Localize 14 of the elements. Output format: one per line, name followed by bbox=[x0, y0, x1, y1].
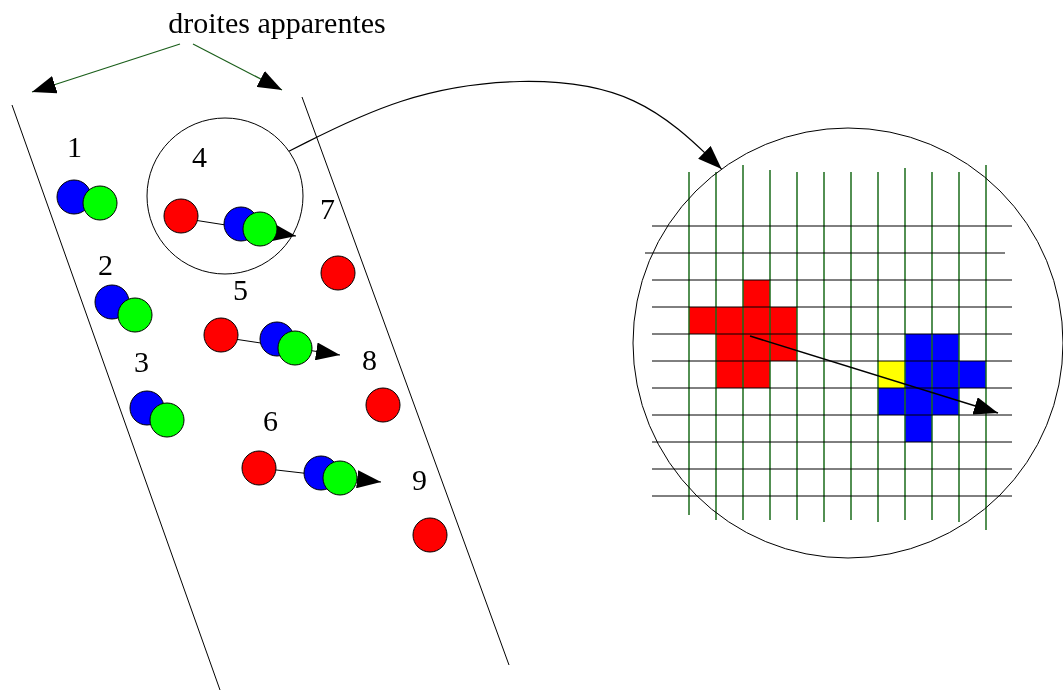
callout-number: 4 bbox=[192, 142, 207, 172]
heading-text: droites apparentes bbox=[168, 8, 386, 38]
callout-number: 3 bbox=[134, 347, 149, 377]
callout-number: 2 bbox=[98, 250, 113, 280]
arrow bbox=[288, 80, 723, 170]
callout-number: 5 bbox=[233, 275, 248, 305]
callout-number: 1 bbox=[67, 132, 82, 162]
callout-number: 9 bbox=[412, 465, 427, 495]
callout-number: 8 bbox=[362, 345, 377, 375]
callout-number: 7 bbox=[320, 194, 335, 224]
callout-number: 6 bbox=[263, 406, 278, 436]
arrow bbox=[192, 43, 283, 91]
arrow bbox=[31, 43, 181, 95]
magnifier-circle bbox=[146, 117, 304, 275]
